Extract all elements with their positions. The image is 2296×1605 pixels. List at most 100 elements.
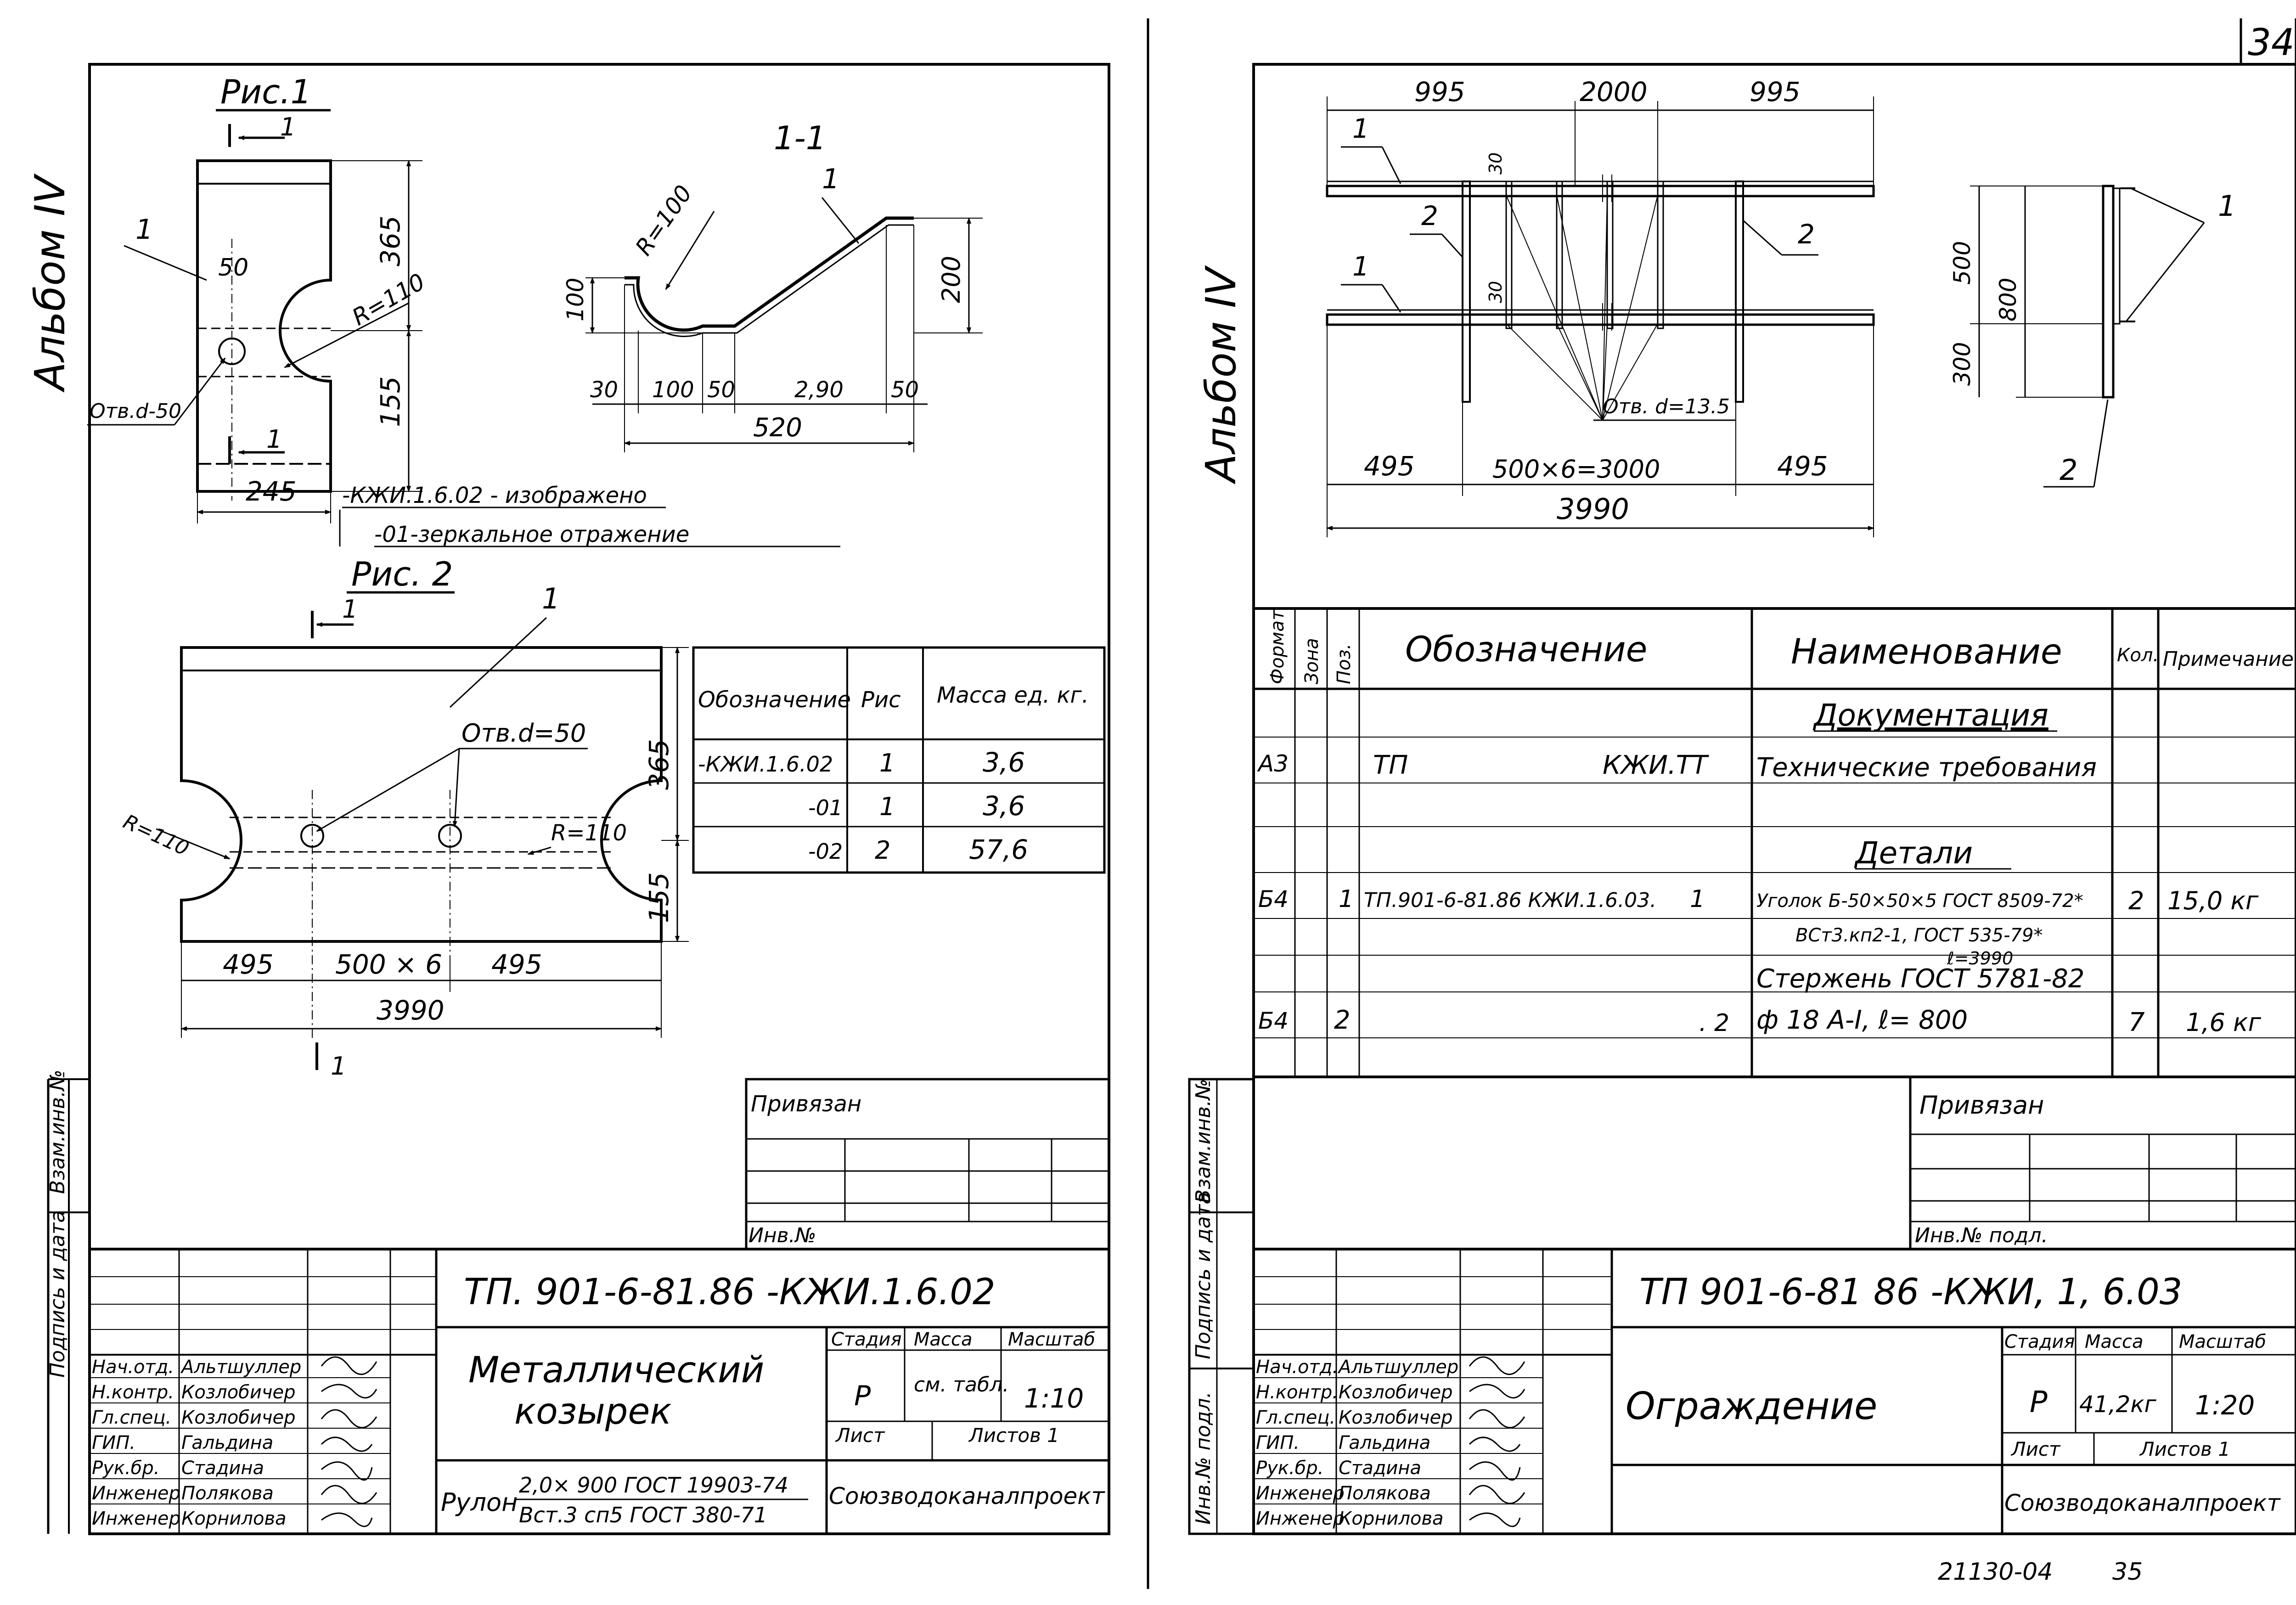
bom-cell-note: 15,0 кг [2167, 886, 2259, 915]
bom-row: Стержень ГОСТ 5781-82 Б4 2 . 2 ф 18 А-I,… [1258, 964, 2262, 1037]
fence-hole-label: Отв. d=13.5 [1603, 395, 1730, 418]
fig1-hole-label: Отв.d-50 [90, 400, 181, 423]
left-sheet: Взам.инв.№ Подпись и дата Альбом IV Рис.… [26, 63, 1110, 1535]
fence-callout-2b: 2 [1798, 219, 1815, 250]
bom-cell-designation-2: . 2 [1699, 1009, 1729, 1037]
staff-name: Стадина [181, 1458, 264, 1479]
right-margin-podpis: Подпись и дата [1192, 1192, 1215, 1359]
section-dim-100b: 100 [652, 377, 694, 403]
staff-name: Альтшуллер [180, 1357, 301, 1378]
left-mass: см. табл. [914, 1373, 1009, 1397]
mass-cell: 2 [875, 836, 890, 865]
right-stage: Р [2030, 1385, 2048, 1419]
bom-row: Б4 1 ТП.901-6-81.86 КЖИ.1.6.03. 1 Уголок… [1258, 885, 2259, 969]
note-1: -КЖИ.1.6.02 - изображено [342, 483, 647, 508]
fig2-dim-495-left: 495 [223, 949, 274, 980]
bom-cell-format: Б4 [1258, 1008, 1289, 1034]
left-title-block: Нач.отд. Альтшуллер Н.контр. Козлобичер … [88, 1248, 1110, 1535]
bom-table: Формат Зона Поз. Обозначение Наименовани… [1252, 607, 2296, 1078]
staff-name: Козлобичер [181, 1407, 295, 1428]
mass-header-designation: Обозначение [698, 687, 851, 713]
left-signatures [321, 1356, 377, 1527]
fig1-cut-mark-bottom: 1 [266, 425, 282, 454]
staff-role: Рук.бр. [1256, 1458, 1323, 1479]
bom-cell-format: Б4 [1258, 886, 1289, 912]
margin-label-podpis: Подпись и дата [46, 1211, 69, 1378]
fig1-cut-mark-top: 1 [280, 113, 296, 141]
fig2-hole-label: Отв.d=50 [461, 719, 586, 748]
staff-role: Нач.отд. [1256, 1357, 1338, 1378]
staff-role: Инженер [1256, 1508, 1345, 1529]
bom-cell-name: Технические требования [1756, 753, 2097, 783]
fence-dim-800: 800 [1995, 278, 2021, 321]
left-sheet: Лист [835, 1424, 885, 1447]
bom-cell-designation: ТП [1373, 750, 1408, 780]
mass-cell: 3,6 [983, 747, 1025, 778]
staff-role: ГИП. [92, 1432, 135, 1453]
staff-role: Н.контр. [92, 1382, 174, 1403]
mass-cell: -КЖИ.1.6.02 [698, 752, 833, 777]
fence-callout-1b: 1 [1352, 251, 1369, 282]
right-margin-strip: Взам.инв.№ Подпись и дата Инв.№ подл. [1188, 1078, 1255, 1535]
section-dim-100: 100 [562, 278, 589, 321]
bom-cell-name: Стержень ГОСТ 5781-82 [1756, 964, 2084, 994]
staff-role: Нач.отд. [92, 1357, 174, 1378]
fig1-caption: Рис.1 [220, 73, 312, 111]
section-label: 1-1 [774, 119, 826, 157]
right-stage-header: Стадия [2004, 1331, 2075, 1352]
album-label-left: Альбом IV [26, 173, 74, 393]
left-name-line1: Металлический [468, 1350, 764, 1391]
fig2-dim-155: 155 [643, 872, 675, 923]
left-sheets: Листов 1 [968, 1424, 1059, 1447]
staff-name: Стадина [1339, 1458, 1421, 1479]
left-staff-list: Нач.отд. Альтшуллер Н.контр. Козлобичер … [92, 1357, 301, 1529]
fence-dim-300: 300 [1949, 342, 1975, 386]
right-title-block: Нач.отд. Альтшуллер Н.контр. Козлобичер … [1252, 1248, 2296, 1535]
margin-label-vzam: Взам.инв.№ [46, 1070, 69, 1194]
bom-header-format: Формат [1267, 609, 1288, 684]
mass-row: -КЖИ.1.6.02 1 3,6 [698, 747, 1025, 778]
right-privyazan-block: Привязан Инв.№ подл. [1909, 1076, 2296, 1250]
section-dim-50: 50 [707, 377, 735, 403]
left-material-spec1: 2,0× 900 ГОСТ 19903-74 [519, 1473, 788, 1498]
fig1-section: 1-1 R=100 1 100 200 30 100 50 2,90 50 52… [562, 119, 983, 452]
bom-cell-name: Уголок Б-50×50×5 ГОСТ 8509-72* [1756, 890, 2083, 912]
fig2-dim-495-right: 495 [491, 949, 542, 980]
fig2-dim-365: 365 [643, 739, 675, 790]
section-dim-290: 2,90 [794, 377, 844, 403]
right-inv-no: Инв.№ подл. [1915, 1224, 2048, 1247]
left-scale-header: Масштаб [1008, 1329, 1095, 1350]
fig2-radius-right: R=110 [551, 820, 627, 846]
fence-dim-995-left: 995 [1414, 76, 1465, 107]
left-material-spec2: Вст.3 сп5 ГОСТ 380-71 [519, 1503, 767, 1527]
fig2: Рис. 2 1 Отв.d=50 1 R=110 R=110 365 155 [119, 555, 689, 1081]
bom-cell-designation-2: КЖИ.ТТ [1603, 750, 1709, 780]
fence-drawing: Отв. d=13.5 1 1 2 2 995 2000 995 30 30 4… [1326, 76, 2236, 537]
left-inv-no: Инв.№ [748, 1224, 816, 1247]
fence-dim-30b: 30 [1486, 281, 1506, 303]
left-margin-strip: Взам.инв.№ Подпись и дата [46, 1070, 90, 1534]
right-scale-header: Масштаб [2179, 1331, 2266, 1352]
note-2: -01-зеркальное отражение [374, 522, 689, 547]
section-dim-30: 30 [590, 377, 618, 403]
right-org: Союзводоканалпроект [2004, 1490, 2281, 1516]
right-sheet: 34 Альбом IV Взам.инв.№ Подпись и дата И… [1188, 18, 2296, 1586]
right-margin-vzam: Взам.инв.№ [1192, 1079, 1215, 1203]
fence-dim-30a: 30 [1486, 152, 1506, 175]
fence-callout-1a: 1 [1352, 113, 1369, 144]
footer-code: 21130-04 [1938, 1558, 2053, 1586]
section-dim-50b: 50 [891, 377, 919, 403]
staff-name: Гальдина [1339, 1432, 1430, 1453]
section-dim-200: 200 [937, 256, 966, 303]
fig2-radius-left: R=110 [119, 810, 192, 861]
right-margin-inv: Инв.№ подл. [1192, 1391, 1215, 1525]
fig1-radius: R=110 [348, 268, 429, 331]
right-mass-header: Масса [2085, 1331, 2144, 1352]
section-callout: 1 [822, 163, 839, 195]
staff-role: ГИП. [1256, 1432, 1300, 1453]
bom-header-qty: Кол. [2117, 645, 2159, 666]
mass-row: -02 2 57,6 [808, 834, 1028, 865]
fig2-dim-500x6: 500 × 6 [335, 949, 442, 980]
left-stage-header: Стадия [831, 1329, 901, 1350]
